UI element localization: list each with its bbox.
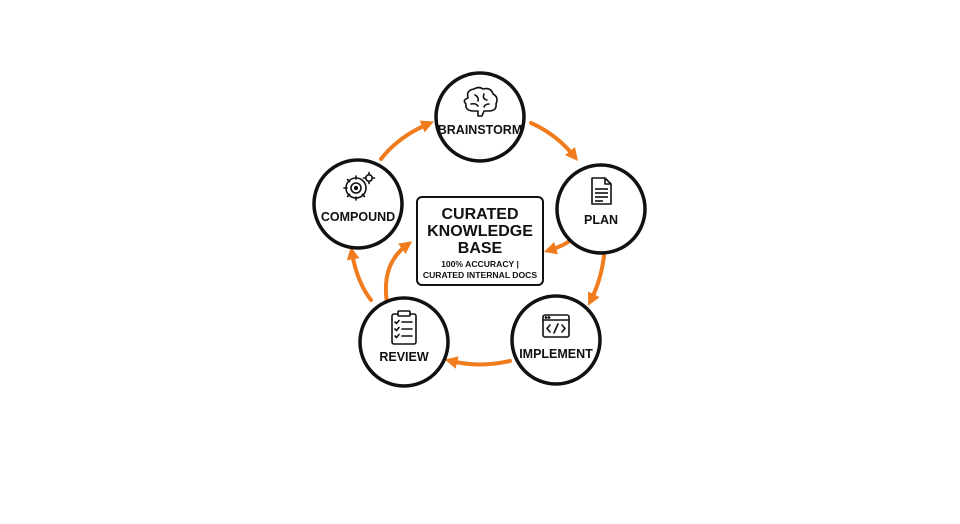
center-box bbox=[416, 196, 544, 286]
arrow-brainstorm-to-plan bbox=[529, 121, 579, 161]
node-plan-label: PLAN bbox=[584, 213, 618, 227]
node-implement: IMPLEMENT bbox=[510, 294, 602, 386]
center-subtitle-line-1: 100% ACCURACY | bbox=[441, 259, 519, 269]
brain-icon bbox=[463, 86, 498, 117]
node-plan: PLAN bbox=[555, 163, 647, 255]
node-review-circle bbox=[358, 296, 450, 388]
node-compound-label: COMPOUND bbox=[321, 210, 395, 224]
node-brainstorm: BRAINSTORM bbox=[434, 71, 526, 163]
center-title-line-1: CURATED bbox=[441, 206, 518, 223]
node-brainstorm-circle bbox=[434, 71, 526, 163]
node-implement-label: IMPLEMENT bbox=[519, 347, 593, 361]
node-review-label: REVIEW bbox=[379, 350, 429, 364]
target-gear-icon bbox=[343, 171, 376, 201]
arrow-compound-to-brainstorm bbox=[379, 120, 434, 161]
arrow-review-to-compound bbox=[346, 246, 373, 302]
arrow-review-to-center bbox=[383, 241, 413, 305]
center-knowledge-base: CURATED KNOWLEDGE BASE 100% ACCURACY | C… bbox=[416, 196, 544, 286]
node-brainstorm-label: BRAINSTORM bbox=[438, 123, 523, 137]
arrow-implement-to-review bbox=[444, 356, 512, 369]
document-icon bbox=[591, 177, 612, 205]
node-review: REVIEW bbox=[358, 296, 450, 388]
checklist-clipboard-icon bbox=[391, 310, 417, 345]
node-compound: COMPOUND bbox=[312, 158, 404, 250]
center-subtitle-line-2: CURATED INTERNAL DOCS bbox=[423, 270, 538, 280]
code-window-icon bbox=[542, 314, 570, 338]
node-plan-circle bbox=[555, 163, 647, 255]
node-compound-circle bbox=[312, 158, 404, 250]
center-title-line-2: KNOWLEDGE bbox=[427, 223, 533, 240]
arrow-plan-to-implement bbox=[588, 254, 606, 306]
node-implement-circle bbox=[510, 294, 602, 386]
center-title-line-3: BASE bbox=[458, 240, 503, 257]
